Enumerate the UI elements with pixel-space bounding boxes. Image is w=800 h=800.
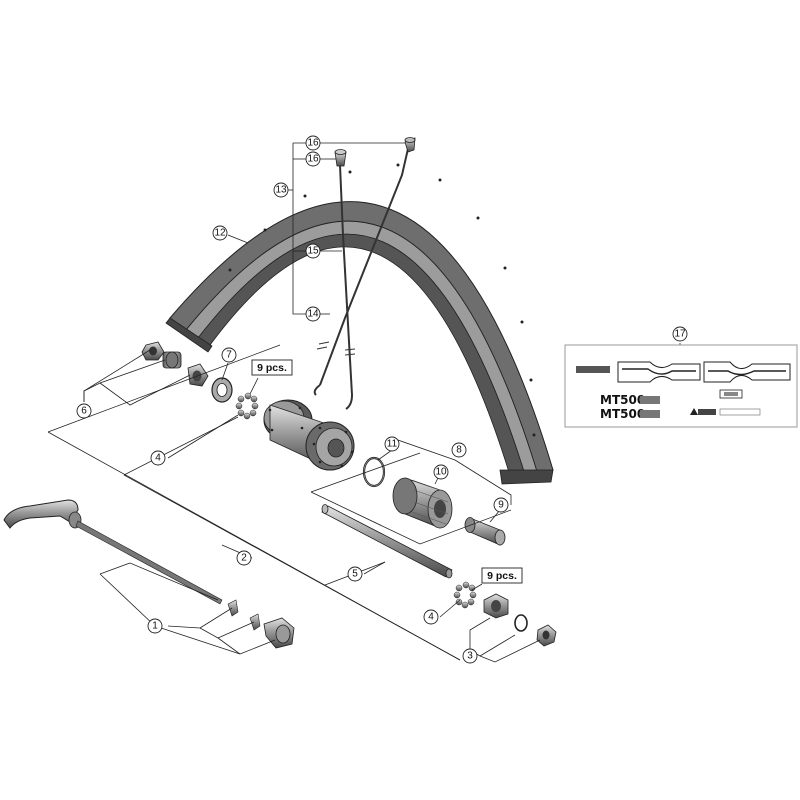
svg-text:11: 11 bbox=[387, 439, 398, 450]
svg-text:9 pcs.: 9 pcs. bbox=[257, 362, 287, 374]
svg-text:13: 13 bbox=[275, 185, 287, 196]
lock-nut-left bbox=[141, 341, 165, 361]
quick-release-skewer bbox=[75, 520, 223, 605]
svg-text:14: 14 bbox=[307, 309, 319, 320]
freehub-spacer bbox=[464, 517, 506, 546]
callout-17: 17 bbox=[672, 326, 688, 342]
rim bbox=[165, 163, 554, 485]
svg-text:4: 4 bbox=[428, 612, 434, 623]
dust-cap-left bbox=[211, 377, 233, 403]
svg-text:4: 4 bbox=[155, 453, 161, 464]
ball-bearings-right bbox=[453, 581, 477, 609]
callout-4-bottom: 4 bbox=[423, 609, 439, 625]
svg-text:12: 12 bbox=[214, 228, 226, 239]
nipple-middle bbox=[334, 149, 347, 167]
svg-text:9: 9 bbox=[498, 500, 504, 511]
decal-panel: MT500 MT500 bbox=[564, 344, 798, 428]
callout-3: 3 bbox=[462, 648, 478, 664]
callout-2: 2 bbox=[236, 550, 252, 566]
quick-release-spring-2 bbox=[249, 613, 261, 631]
spoke-long bbox=[313, 139, 411, 396]
lock-nut-right bbox=[536, 624, 557, 647]
callout-11: 11 bbox=[384, 436, 400, 452]
svg-text:16: 16 bbox=[307, 138, 319, 149]
cone-right bbox=[483, 593, 509, 619]
spacer-left bbox=[162, 351, 182, 369]
callout-5: 5 bbox=[347, 566, 363, 582]
svg-text:9 pcs.: 9 pcs. bbox=[487, 570, 517, 582]
svg-text:6: 6 bbox=[81, 406, 87, 417]
callout-10: 10 bbox=[433, 464, 449, 480]
callout-7: 7 bbox=[221, 347, 237, 363]
callout-1: 1 bbox=[147, 618, 163, 634]
svg-text:16: 16 bbox=[307, 154, 319, 165]
hub-axle bbox=[321, 504, 453, 579]
leader-lines bbox=[47, 142, 681, 663]
quantity-note-top: 9 pcs. bbox=[251, 359, 293, 376]
callout-16-bottom: 16 bbox=[305, 151, 321, 167]
quantity-note-bottom: 9 pcs. bbox=[481, 567, 523, 584]
o-ring bbox=[362, 456, 386, 488]
svg-text:10: 10 bbox=[435, 467, 447, 478]
quick-release-lever bbox=[3, 499, 82, 529]
decal-model-mark-1: MT500 bbox=[600, 393, 645, 407]
svg-text:8: 8 bbox=[456, 445, 462, 456]
callout-12: 12 bbox=[212, 225, 228, 241]
callout-6: 6 bbox=[76, 403, 92, 419]
decal-model-mark-2: MT500 bbox=[600, 407, 645, 421]
washer-right bbox=[514, 614, 528, 632]
quick-release-spring-1 bbox=[227, 599, 239, 617]
callout-15: 15 bbox=[305, 243, 321, 259]
callout-4-top: 4 bbox=[150, 450, 166, 466]
callout-8: 8 bbox=[451, 442, 467, 458]
svg-text:5: 5 bbox=[352, 569, 358, 580]
nipple-top bbox=[404, 137, 416, 153]
spoke-straight bbox=[339, 164, 356, 410]
freehub-body bbox=[392, 477, 453, 529]
callout-16-top: 16 bbox=[305, 135, 321, 151]
callout-9: 9 bbox=[493, 497, 509, 513]
quick-release-nut bbox=[263, 617, 295, 649]
svg-text:17: 17 bbox=[674, 329, 686, 340]
cone-left bbox=[187, 363, 209, 387]
svg-text:15: 15 bbox=[307, 246, 319, 257]
ball-bearings-left bbox=[235, 392, 259, 420]
hub-body bbox=[263, 399, 355, 471]
callout-13: 13 bbox=[273, 182, 289, 198]
svg-text:2: 2 bbox=[241, 553, 247, 564]
svg-text:7: 7 bbox=[226, 350, 232, 361]
svg-text:1: 1 bbox=[152, 621, 158, 632]
callout-14: 14 bbox=[305, 306, 321, 322]
svg-text:3: 3 bbox=[467, 651, 473, 662]
